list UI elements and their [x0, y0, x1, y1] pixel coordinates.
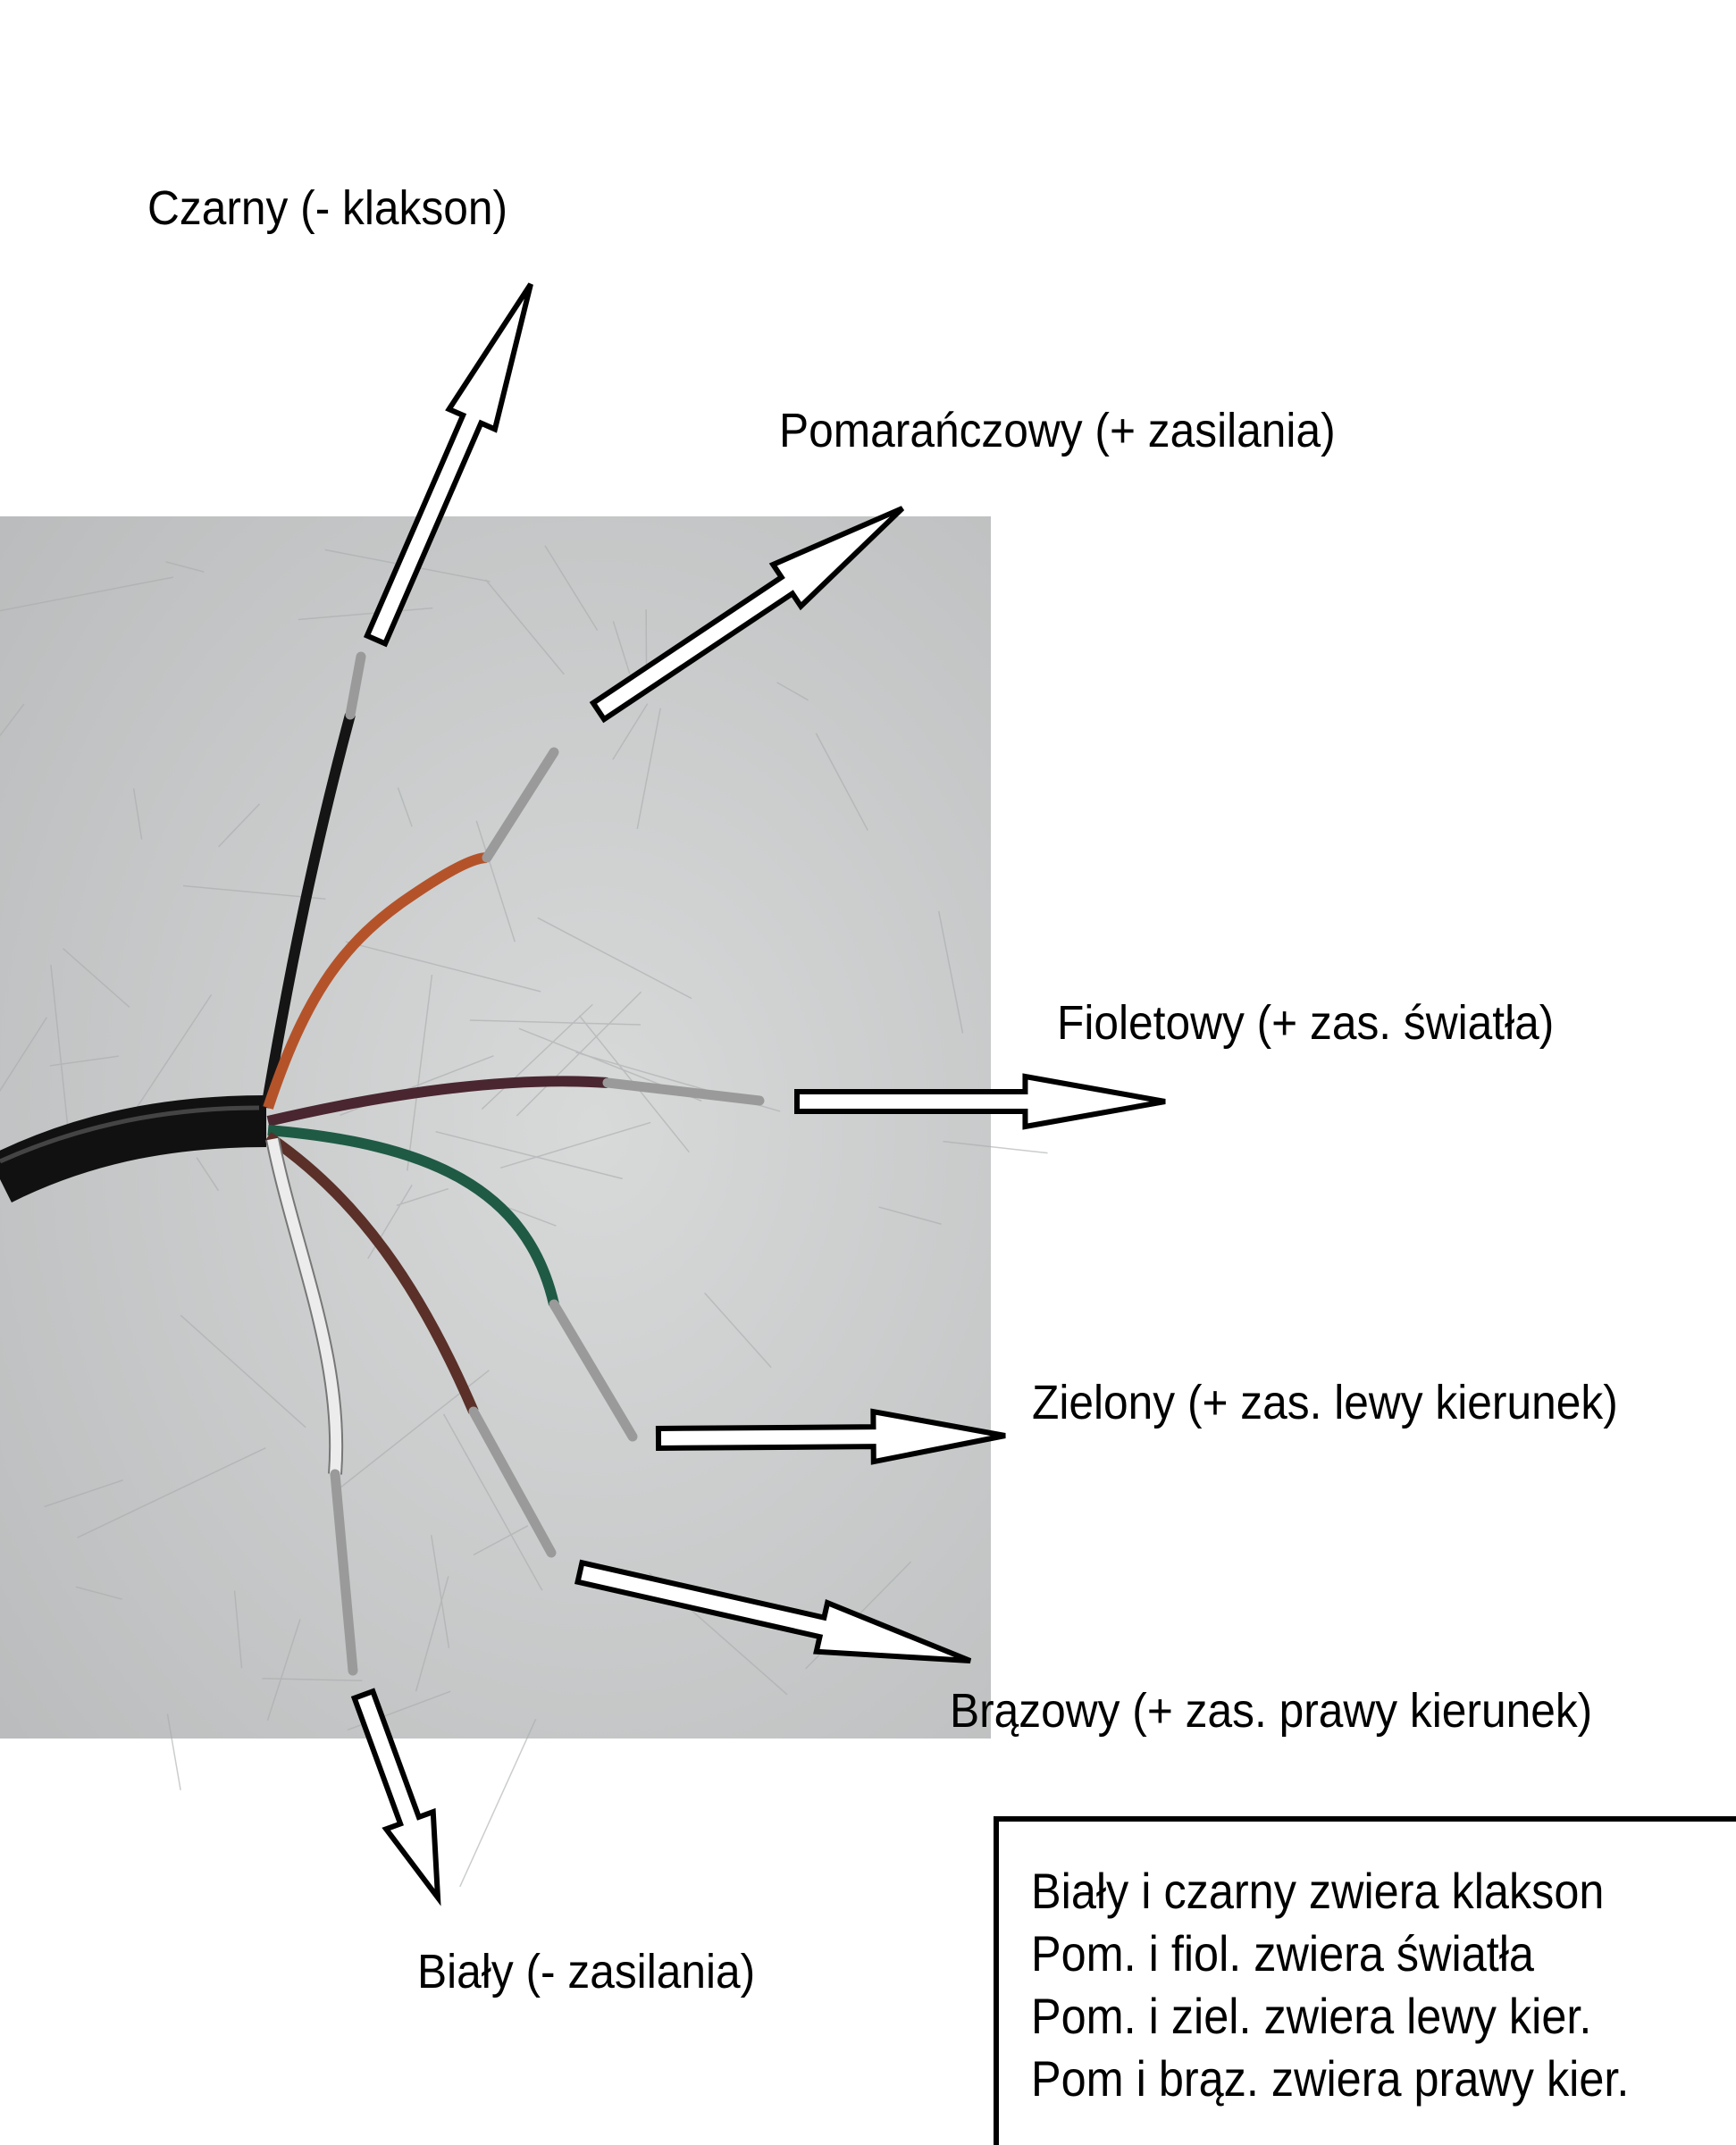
- brown-wire: [264, 1132, 479, 1414]
- violet-wire-terminal: [602, 1077, 765, 1106]
- violet-wire: [266, 1076, 608, 1127]
- orange-wire: [263, 852, 488, 1110]
- legend-line: Pom i brąz. zwiera prawy kier.: [1031, 2050, 1630, 2107]
- cable-jacket: [0, 1095, 267, 1202]
- black-wire-terminal: [345, 651, 366, 720]
- label-brown-wire: Brązowy (+ zas. prawy kierunek): [950, 1684, 1593, 1738]
- label-violet-wire: Fioletowy (+ zas. światła): [1057, 996, 1555, 1050]
- white-wire: [267, 1137, 342, 1475]
- arrow-violet-icon: [794, 1073, 1166, 1130]
- label-orange-wire: Pomarańczowy (+ zasilania): [779, 404, 1336, 457]
- arrow-black-icon: [363, 282, 533, 648]
- label-green-wire: Zielony (+ zas. lewy kierunek): [1032, 1376, 1618, 1429]
- legend-line: Biały i czarny zwiera klakson: [1031, 1863, 1605, 1919]
- cable-highlight: [0, 1105, 260, 1164]
- white-wire-terminal: [330, 1469, 358, 1676]
- arrow-green-icon: [655, 1408, 1006, 1465]
- arrow-orange-icon: [589, 506, 905, 724]
- orange-wire-terminal: [482, 747, 559, 863]
- green-wire-terminal: [549, 1299, 638, 1442]
- legend-box: Biały i czarny zwiera klakson Pom. i fio…: [994, 1816, 1736, 2145]
- brown-wire-terminal: [468, 1406, 557, 1558]
- legend-line: Pom. i ziel. zwiera lewy kier.: [1031, 1988, 1592, 2044]
- arrow-white-icon: [350, 1688, 441, 1906]
- label-black-wire: Czarny (- klakson): [147, 181, 508, 235]
- legend-line: Pom. i fiol. zwiera światła: [1031, 1925, 1534, 1982]
- black-wire: [261, 713, 356, 1109]
- arrow-brown-icon: [574, 1559, 972, 1663]
- label-white-wire: Biały (- zasilania): [417, 1945, 756, 1998]
- green-wire: [267, 1125, 559, 1306]
